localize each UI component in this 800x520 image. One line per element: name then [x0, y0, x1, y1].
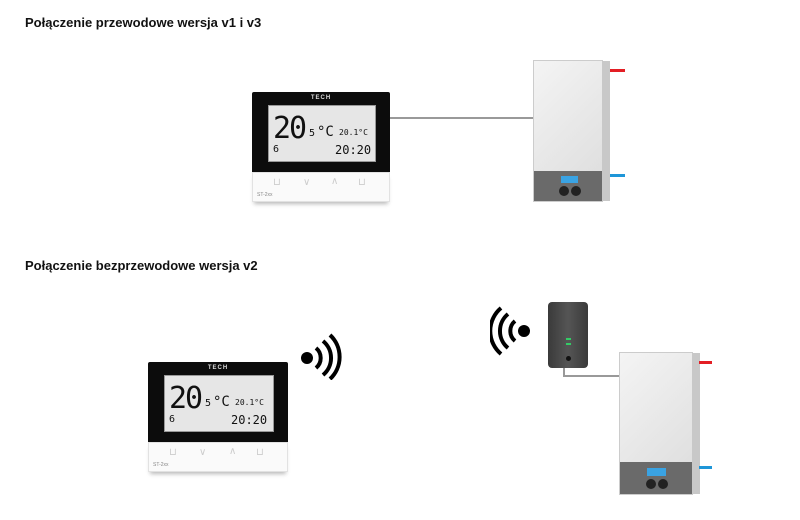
- thermostat-model: ST-2xx: [153, 462, 169, 468]
- thermostat-wired: TECH 20 5 °C 20.1°C 6 20:20 ⊔ ∨ ∧ ⊔ ST-2…: [252, 92, 390, 202]
- menu-button[interactable]: ⊔: [358, 177, 366, 188]
- boiler-side: [692, 353, 700, 494]
- wireless-section-title: Połączenie bezprzewodowe wersja v2: [25, 258, 258, 273]
- lcd-temperature-decimal: 5: [309, 128, 316, 139]
- wire: [390, 117, 533, 119]
- thermostat-lcd: 20 5 °C 20.1°C 6 20:20: [164, 375, 274, 432]
- lcd-zone: 6: [273, 144, 280, 155]
- lcd-set-temperature: 20.1°C: [235, 398, 264, 407]
- boiler-knob: [658, 479, 668, 489]
- down-button[interactable]: ∨: [303, 177, 311, 188]
- menu-button[interactable]: ⊔: [256, 447, 264, 458]
- hot-pipe: [699, 361, 712, 364]
- wire: [563, 375, 620, 377]
- down-button[interactable]: ∨: [199, 447, 207, 458]
- lcd-unit: °C: [317, 124, 334, 140]
- exit-button[interactable]: ⊔: [169, 447, 177, 458]
- boiler-knob: [559, 186, 569, 196]
- lcd-temperature: 20: [273, 111, 307, 146]
- up-button[interactable]: ∧: [229, 446, 237, 457]
- lcd-unit: °C: [213, 394, 230, 410]
- boiler-knob: [646, 479, 656, 489]
- thermostat-brand: TECH: [207, 365, 229, 371]
- module-button: [566, 356, 571, 361]
- exit-button[interactable]: ⊔: [273, 177, 281, 188]
- module-led: [566, 338, 571, 340]
- thermostat-base: ⊔ ∨ ∧ ⊔ ST-2xx: [252, 172, 390, 202]
- hot-pipe: [610, 69, 625, 72]
- boiler-panel: [620, 462, 692, 494]
- boiler-display: [561, 176, 578, 183]
- wireless-signal-icon: [301, 333, 342, 380]
- wire: [563, 368, 565, 376]
- module-led: [566, 343, 571, 345]
- lcd-zone: 6: [169, 414, 176, 425]
- thermostat-wireless: TECH 20 5 °C 20.1°C 6 20:20 ⊔ ∨ ∧ ⊔ ST-2…: [148, 362, 288, 472]
- boiler-knob: [571, 186, 581, 196]
- wired-section-title: Połączenie przewodowe wersja v1 i v3: [25, 15, 262, 30]
- thermostat-model: ST-2xx: [257, 192, 273, 198]
- lcd-time: 20:20: [231, 413, 268, 427]
- boiler-wireless: [619, 352, 700, 495]
- lcd-set-temperature: 20.1°C: [339, 128, 368, 137]
- cold-pipe: [610, 174, 625, 177]
- boiler-side: [602, 61, 610, 201]
- boiler-display: [647, 468, 666, 476]
- cold-pipe: [699, 466, 712, 469]
- lcd-time: 20:20: [335, 143, 372, 157]
- lcd-temperature-decimal: 5: [205, 398, 212, 409]
- thermostat-lcd: 20 5 °C 20.1°C 6 20:20: [268, 105, 376, 162]
- wireless-receiver-module: [548, 302, 588, 368]
- boiler-panel: [534, 171, 602, 201]
- wireless-signal-icon: [490, 306, 530, 356]
- boiler-wired: [533, 60, 610, 202]
- lcd-temperature: 20: [169, 381, 203, 416]
- thermostat-brand: TECH: [310, 95, 332, 101]
- thermostat-base: ⊔ ∨ ∧ ⊔ ST-2xx: [148, 442, 288, 472]
- up-button[interactable]: ∧: [331, 176, 339, 187]
